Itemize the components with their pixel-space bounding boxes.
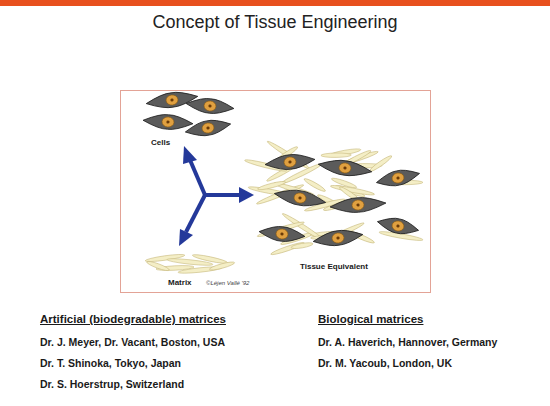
nucleolus: [396, 176, 400, 180]
contact-line: Dr. J. Meyer, Dr. Vacant, Boston, USA: [40, 336, 225, 348]
fiber: [209, 261, 235, 272]
cell: [376, 215, 420, 238]
cell-body: [312, 227, 364, 248]
column-heading: Biological matrices: [318, 313, 423, 325]
nucleolus: [343, 166, 347, 170]
cell-nucleus: [165, 94, 178, 106]
slide-title: Concept of Tissue Engineering: [0, 12, 550, 33]
y-arrows: [179, 146, 254, 246]
cell-body: [317, 157, 372, 179]
nucleolus: [280, 232, 284, 236]
cell-body: [330, 196, 387, 214]
cell-body: [143, 113, 194, 131]
nucleolus: [208, 104, 212, 108]
cell-body: [185, 96, 234, 115]
fiber: [291, 242, 314, 250]
fiber: [192, 253, 228, 265]
cell-nucleus: [204, 100, 217, 111]
cell-nucleus: [284, 156, 297, 167]
illustration-frame: [121, 91, 431, 293]
cell-body: [184, 117, 232, 139]
cell-nucleus: [162, 117, 175, 128]
cell: [145, 89, 199, 111]
cell: [273, 186, 327, 209]
nucleolus: [170, 98, 174, 102]
nucleolus: [298, 196, 302, 200]
cell: [312, 227, 364, 248]
column-heading: Artificial (biodegradable) matrices: [40, 313, 226, 325]
part-label: Tissue Equivalent: [300, 262, 368, 271]
cell-body: [145, 89, 199, 111]
cell-nucleus: [276, 228, 289, 239]
contact-line: Dr. A. Haverich, Hannover, Germany: [318, 336, 497, 348]
cell-nucleus: [391, 220, 405, 232]
cell: [264, 152, 315, 172]
fiber: [368, 154, 393, 173]
contact-line: Dr. M. Yacoub, London, UK: [318, 357, 452, 369]
cell-body: [258, 224, 305, 243]
cell: [258, 224, 305, 243]
cell: [185, 96, 234, 115]
cell-nucleus: [391, 172, 405, 184]
cell-nucleus: [352, 200, 365, 211]
nucleolus: [396, 224, 400, 228]
cell: [143, 113, 194, 131]
matrix-fibers: [145, 140, 423, 275]
part-label: Cells: [151, 138, 170, 147]
nucleolus: [166, 120, 169, 123]
fiber: [146, 260, 170, 272]
cell: [375, 166, 421, 189]
cell-body: [264, 152, 315, 172]
nucleolus: [288, 160, 292, 164]
top-bar: [0, 0, 550, 6]
nucleolus: [206, 126, 210, 130]
cell: [317, 157, 372, 179]
cell-nucleus: [293, 192, 307, 204]
cell-nucleus: [331, 232, 344, 244]
fiber: [257, 180, 286, 191]
fiber: [303, 177, 326, 193]
cell: [330, 196, 387, 214]
part-label: Matrix: [168, 278, 192, 287]
cell-shapes: [143, 89, 421, 249]
nucleolus: [336, 236, 340, 240]
cell-body: [273, 186, 327, 209]
watermark: ©Léjen Vallé '92: [206, 280, 249, 286]
cell-body: [375, 166, 421, 189]
cell-body: [376, 215, 420, 238]
fiber: [321, 153, 351, 158]
cell: [184, 117, 232, 139]
nucleolus: [356, 203, 359, 206]
cell-nucleus: [201, 122, 215, 134]
contact-line: Dr. S. Hoerstrup, Switzerland: [40, 378, 184, 390]
cell-nucleus: [338, 162, 351, 174]
contact-line: Dr. T. Shinoka, Tokyo, Japan: [40, 357, 181, 369]
